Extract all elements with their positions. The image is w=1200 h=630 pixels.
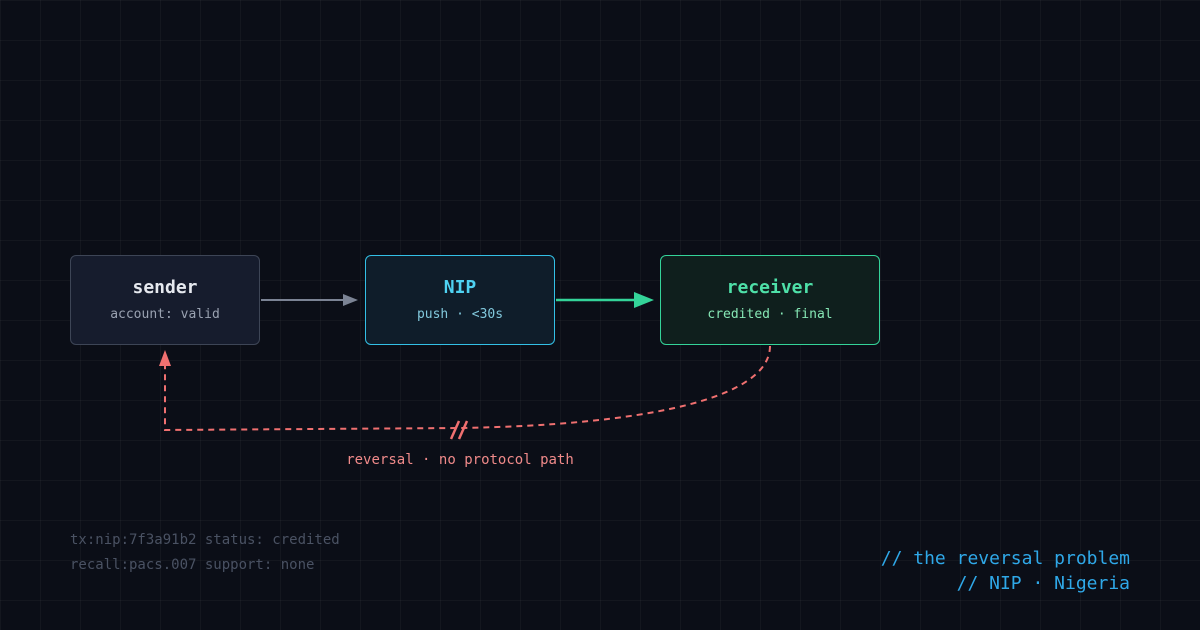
sender-subtitle: account: valid: [110, 307, 220, 322]
meta-line-recall: recall:pacs.007 support: none: [70, 557, 315, 573]
break-mark-left: [449, 420, 461, 440]
sender-node: sender account: valid: [70, 255, 260, 345]
receiver-subtitle: credited · final: [707, 307, 833, 322]
reversal-path: [164, 345, 771, 432]
arrowhead-nip-to-receiver: [634, 292, 654, 308]
arrowhead-sender-to-nip: [343, 294, 358, 306]
caption-subtitle: // NIP · Nigeria: [956, 573, 1130, 594]
break-mark-right: [457, 420, 469, 440]
nip-subtitle: push · <30s: [416, 307, 504, 322]
nip-title: NIP: [443, 277, 477, 298]
receiver-title: receiver: [726, 277, 814, 298]
receiver-node: receiver credited · final: [660, 255, 880, 345]
nip-node: NIP push · <30s: [365, 255, 555, 345]
reversal-label: reversal · no protocol path: [346, 452, 574, 468]
arrowhead-reversal: [159, 350, 171, 366]
meta-line-tx: tx:nip:7f3a91b2 status: credited: [70, 532, 340, 548]
caption-title: // the reversal problem: [880, 548, 1130, 569]
sender-title: sender: [132, 277, 198, 298]
